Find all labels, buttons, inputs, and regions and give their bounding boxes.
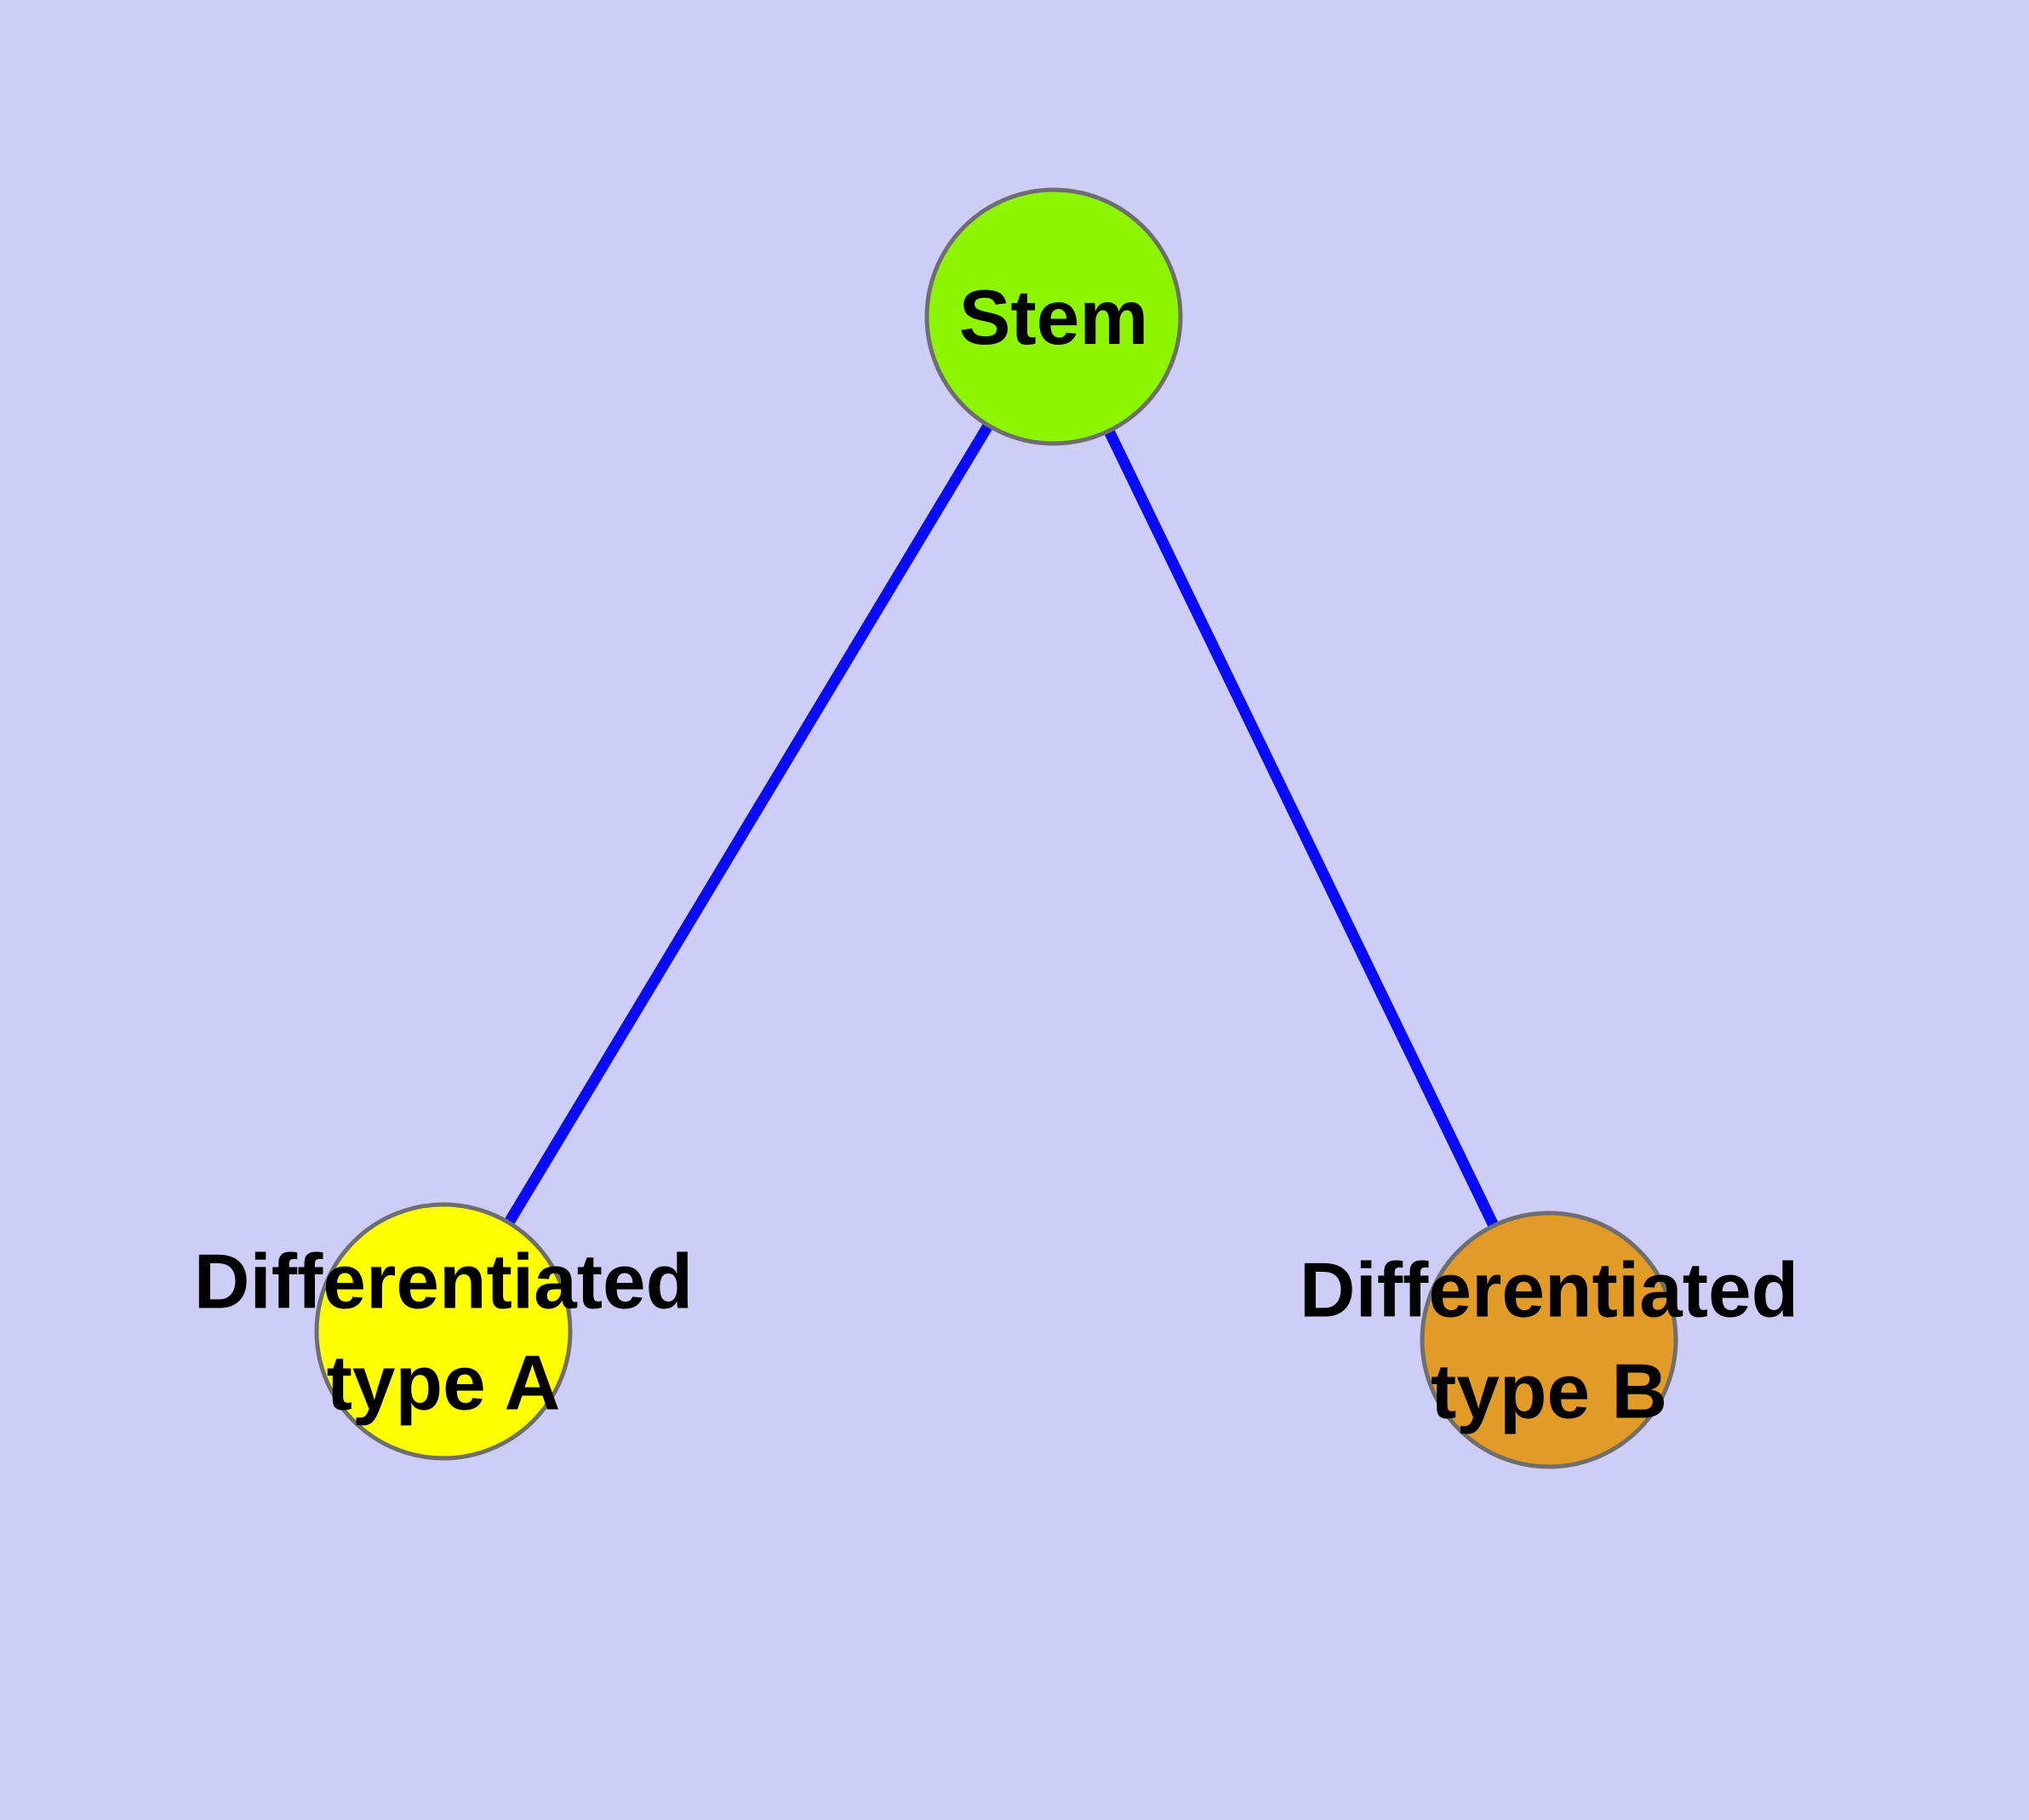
node-label-line: Stem bbox=[959, 275, 1149, 361]
node-diff-b bbox=[1420, 1210, 1678, 1469]
node-label-line: Differentiated bbox=[1300, 1247, 1799, 1333]
node-label-line: type A bbox=[327, 1340, 561, 1426]
node-label-diff-a: Differentiated type A bbox=[194, 1239, 694, 1426]
node-label-stem: Stem bbox=[959, 275, 1149, 361]
edge-stem-to-diff-b bbox=[1049, 314, 1554, 1342]
edge-stem-to-diff-a bbox=[438, 313, 1059, 1335]
node-stem bbox=[924, 187, 1183, 446]
node-label-line: type B bbox=[1431, 1348, 1667, 1434]
node-diff-a bbox=[314, 1202, 573, 1461]
node-label-line: Differentiated bbox=[194, 1239, 694, 1325]
node-label-diff-b: Differentiated type B bbox=[1300, 1247, 1799, 1434]
